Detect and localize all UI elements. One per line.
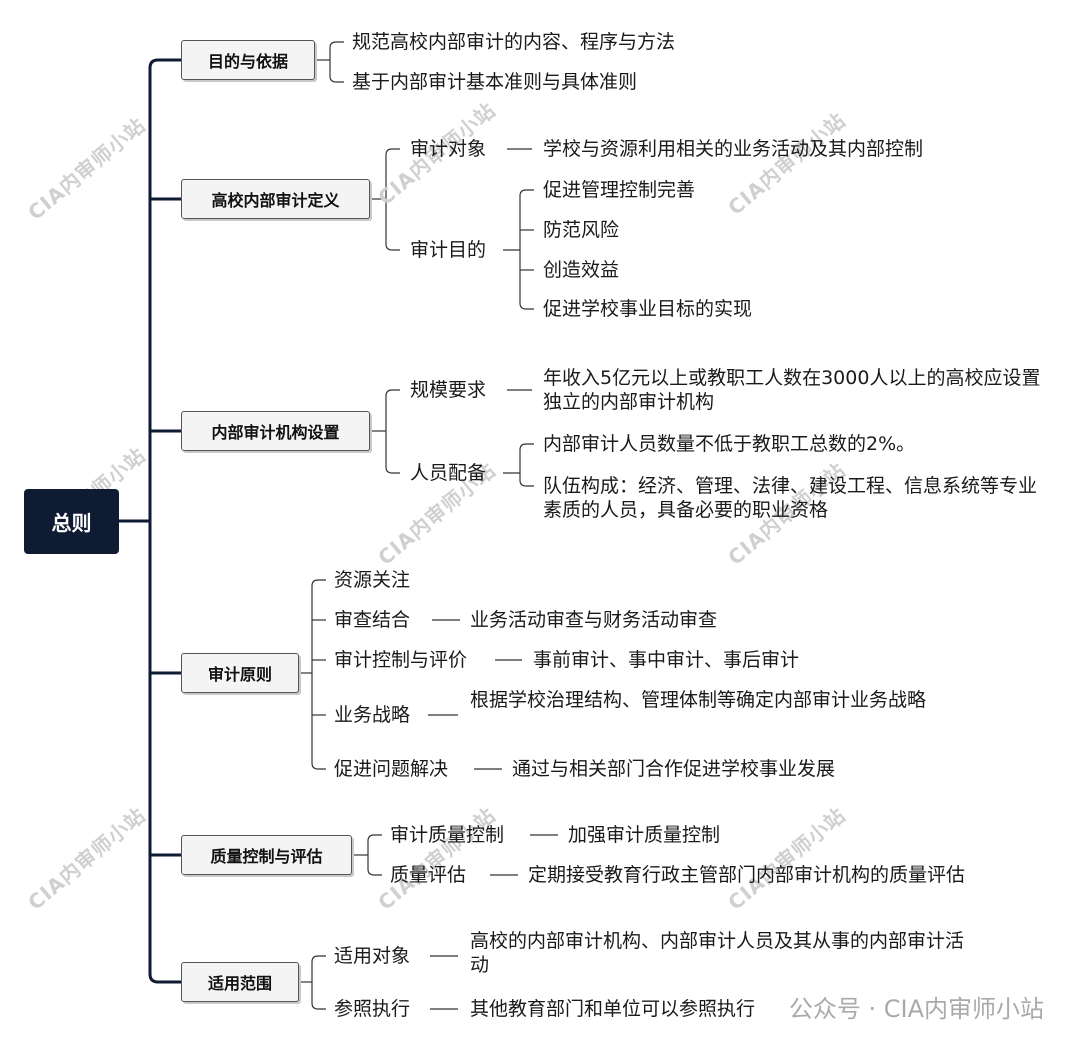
detail-text: 加强审计质量控制 [568,824,721,846]
detail-text: 年收入5亿元以上或教职工人数在3000人以上的高校应设置独立的内部审计机构 [543,367,1041,413]
sub-node-label[interactable]: 参照执行 [334,998,411,1020]
sub-node-label[interactable]: 质量评估 [390,864,467,886]
branch-node-organization[interactable]: 内部审计机构设置 [181,411,370,451]
connector [385,243,400,251]
connector [385,389,400,397]
connector [385,466,400,474]
sub-node-label[interactable]: 资源关注 [334,569,411,591]
connector [329,75,344,83]
connector [311,762,326,770]
detail-text: 根据学校治理结构、管理体制等确定内部审计业务战略 [470,689,927,711]
connector [385,148,400,156]
sub-node-label[interactable]: 业务战略 [334,704,411,726]
detail-text: 高校的内部审计机构、内部审计人员及其从事的内部审计活动 [470,930,965,976]
branch-node-principles[interactable]: 审计原则 [181,653,299,693]
leaf-text: 创造效益 [543,259,620,281]
connector [519,443,534,451]
detail-text: 其他教育部门和单位可以参照执行 [470,998,756,1020]
footer-watermark: 公众号 · CIA内审师小站 [788,995,1044,1023]
connector [519,302,534,310]
sub-node-label[interactable]: 审查结合 [334,609,411,631]
sub-node-label[interactable]: 审计控制与评价 [334,649,468,671]
sub-node-label[interactable]: 人员配备 [410,462,487,484]
detail-text: 学校与资源利用相关的业务活动及其内部控制 [543,138,924,160]
leaf-text: 基于内部审计基本准则与具体准则 [352,71,638,93]
connector [329,41,344,49]
leaf-text: 促进管理控制完善 [543,179,696,201]
detail-text: 通过与相关部门合作促进学校事业发展 [512,758,836,780]
sub-node-label[interactable]: 促进问题解决 [334,758,449,780]
branch-node-scope[interactable]: 适用范围 [181,962,299,1002]
detail-text: 定期接受教育行政主管部门内部审计机构的质量评估 [528,864,966,886]
connector [311,955,326,963]
connector [148,973,181,984]
connector [148,58,181,69]
leaf-text: 规范高校内部审计的内容、程序与方法 [352,31,676,53]
sub-node-label[interactable]: 审计对象 [410,138,487,160]
connector [311,579,326,587]
branch-node-definition[interactable]: 高校内部审计定义 [181,179,370,219]
sub-node-label[interactable]: 规模要求 [410,379,487,401]
sub-node-label[interactable]: 审计质量控制 [390,824,505,846]
connector [311,1002,326,1010]
connector [519,479,534,487]
connector [367,834,382,842]
root-node[interactable]: 总则 [24,489,119,554]
sub-node-label[interactable]: 审计目的 [410,239,487,261]
connector [519,189,534,197]
sub-node-label[interactable]: 适用对象 [334,945,411,967]
connector [367,868,382,876]
branch-node-purpose[interactable]: 目的与依据 [181,40,315,80]
leaf-text: 促进学校事业目标的实现 [543,298,753,320]
detail-text: 业务活动审查与财务活动审查 [470,609,718,631]
branch-node-quality[interactable]: 质量控制与评估 [181,835,352,875]
leaf-text: 队伍构成：经济、管理、法律、建设工程、信息系统等专业素质的人员，具备必要的职业资… [543,475,1038,521]
leaf-text: 内部审计人员数量不低于教职工总数的2%。 [543,433,916,455]
detail-text: 事前审计、事中审计、事后审计 [533,649,800,671]
leaf-text: 防范风险 [543,219,620,241]
